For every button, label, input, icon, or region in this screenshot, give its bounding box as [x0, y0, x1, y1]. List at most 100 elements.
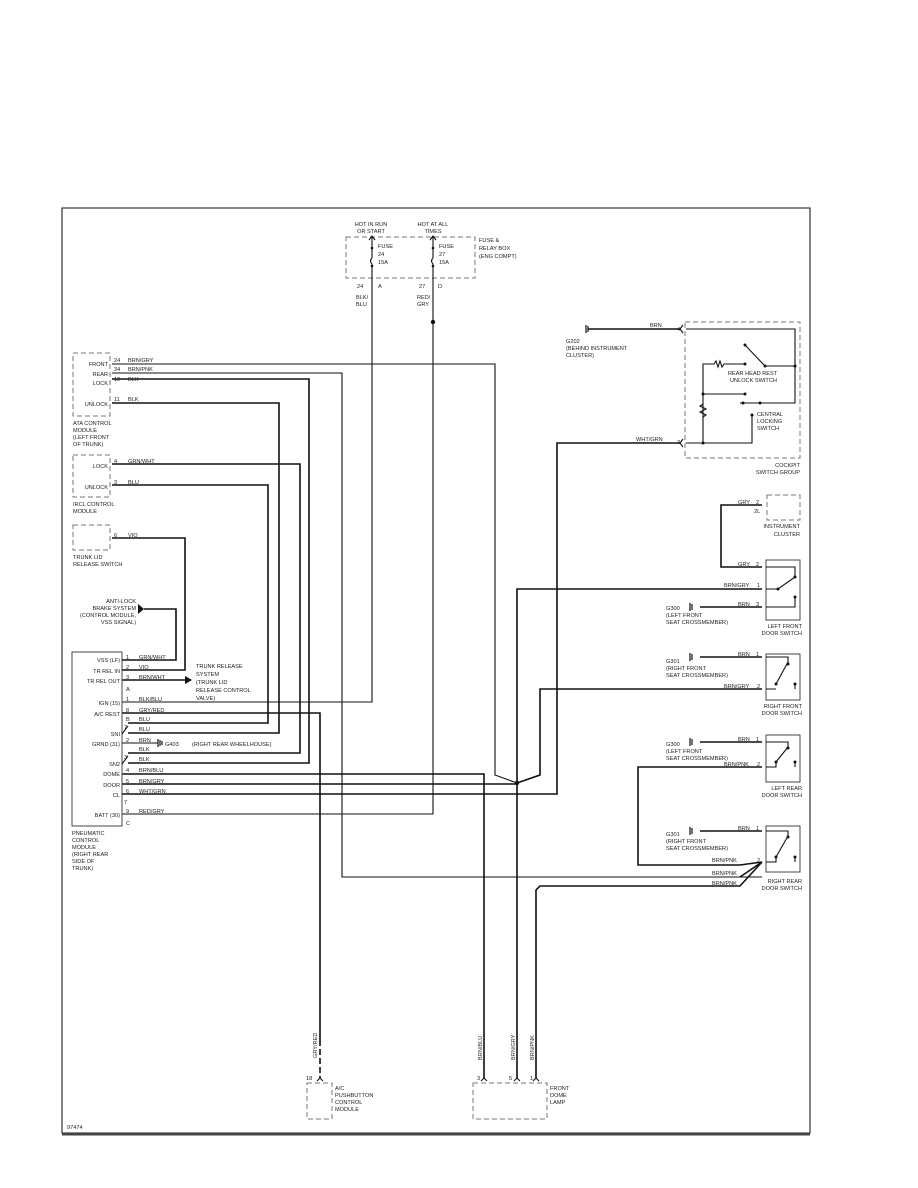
module-name: (RIGHT REAR: [72, 852, 108, 858]
ground-location: (RIGHT REAR WHEELHOUSE): [192, 742, 272, 748]
module-name: CONTROL: [72, 838, 99, 844]
pin-number: 9: [126, 809, 129, 815]
ground-icon: [689, 603, 693, 611]
wire-color-label: WHT/GRN: [139, 789, 166, 795]
connector-label: A: [378, 284, 382, 290]
cockpit-switch-group: G202 (BEHIND INSTRUMENT CLUSTER) BRN 4 W…: [566, 321, 801, 476]
component-name: RIGHT FRONT: [764, 704, 803, 710]
wire-color-label: BRN: [738, 602, 750, 608]
pin-number: 2: [756, 562, 759, 568]
pin-number: 18: [306, 1076, 312, 1082]
pin-number: 2: [757, 684, 760, 690]
module-name: IRCL CONTROL: [73, 502, 114, 508]
component-name: TRUNK LID: [73, 555, 103, 561]
fuse-box-name: RELAY BOX: [479, 246, 510, 252]
pin-number: 1: [126, 655, 129, 661]
wire-brn-blu: [122, 773, 485, 1078]
ground-location: (LEFT FRONT: [666, 613, 703, 619]
ground-icon: [157, 739, 163, 747]
instrument-cluster: GRY 2 2L INSTRUMENT CLUSTER: [738, 494, 801, 538]
front-dome-lamp: BRN/BLU BRN/GRY BRN/PNK 3 5 1 FRONT DOME…: [472, 1034, 570, 1120]
fuse24-label: FUSE: [378, 244, 393, 250]
wire-color-label: GRY: [738, 500, 750, 506]
pin-number: 1: [530, 1076, 533, 1082]
ground-id: G301: [666, 832, 680, 838]
module-name: PUSHBUTTON: [335, 1093, 373, 1099]
wire-color-label: BLK/BLU: [139, 697, 162, 703]
left-front-door-switch: GRY 2 BRN/GRY 1 BRN 3 G300 (LEFT FRONT S…: [666, 559, 803, 637]
pin-number: 1: [756, 652, 759, 658]
trunk-release-text: (TRUNK LID: [196, 680, 227, 686]
wire-blu: [112, 484, 269, 724]
right-front-door-switch: BRN 1 BRN/GRY 2 G301 (RIGHT FRONT SEAT C…: [666, 652, 803, 717]
component-name: DOOR SWITCH: [762, 631, 802, 637]
component-name: CLUSTER: [774, 532, 800, 538]
ground-g403: G403 (RIGHT REAR WHEELHOUSE): [157, 739, 272, 748]
pin-number: 7: [124, 725, 127, 731]
switch-label: UNLOCK SWITCH: [730, 378, 777, 384]
wire-color-label: BRN/GRY: [128, 358, 154, 364]
wires: [112, 284, 763, 1078]
pin-number: 5: [509, 1076, 512, 1082]
pin-number: 4: [114, 459, 117, 465]
trunk-release-text: TRUNK RELEASE: [196, 664, 243, 670]
switch-label: CENTRAL: [757, 412, 783, 418]
ground-location: SEAT CROSSMEMBER): [666, 620, 728, 626]
pin-function-label: UNLOCK: [85, 485, 109, 491]
pin-function-label: REAR: [92, 372, 108, 378]
component-name: DOOR SWITCH: [762, 793, 802, 799]
pin-number: 1: [756, 826, 759, 832]
wire-color-label: RED/: [417, 295, 431, 301]
ground-icon: [689, 653, 693, 661]
wire-color-label: BRN/GRY: [511, 1034, 517, 1060]
ata-control-module: FRONT REAR LOCK UNLOCK 24 34 12 11 BRN/G…: [72, 352, 154, 448]
wire-grn-wht-vss: [122, 608, 177, 661]
fuse24-number: 24: [378, 252, 384, 258]
pin-function-label: TR REL OUT: [87, 679, 121, 685]
wire-brn-pnk-dome: [535, 861, 763, 1078]
pin-number: 2: [126, 665, 129, 671]
ground-id: G202: [566, 339, 580, 345]
pin-function-label: CL: [113, 793, 120, 799]
pin-function-label: DOOR: [103, 783, 120, 789]
wire-grn-wht: [112, 463, 301, 754]
left-rear-door-switch: BRN 1 BRN/PNK 2 G300 (LEFT FRONT SEAT CR…: [666, 734, 802, 799]
abs-text: VSS SIGNAL): [101, 620, 136, 626]
pin-function-label: UNLOCK: [85, 402, 109, 408]
right-rear-door-switch: BRN 1 BRN/PNK 2 BRN/PNK BRN/PNK G301 (RI…: [666, 825, 802, 892]
wire-brn-gry-ata: [112, 363, 518, 784]
module-name: CONTROL: [335, 1100, 362, 1106]
pin-function-label: SNI: [111, 732, 121, 738]
wire-brn-pnk-ata: [112, 372, 762, 878]
wire-blk-lock: [112, 378, 310, 764]
connector-label: B: [126, 717, 130, 723]
module-name: SIDE OF: [72, 859, 95, 865]
ac-pushbutton-control-module: GRY/RED 18 A/C PUSHBUTTON CONTROL MODULE: [306, 1033, 373, 1120]
pin-number: 6: [114, 533, 117, 539]
module-name: TRUNK): [72, 866, 93, 872]
wire-brn-gry-rf: [516, 688, 762, 784]
pin-number: 24: [114, 358, 120, 364]
trunk-release-text: VALVE): [196, 696, 215, 702]
wire-color-label: VIO: [128, 533, 138, 539]
pin-function-label: SN2: [109, 762, 120, 768]
wire-color-label: BRN/WHT: [139, 675, 166, 681]
wire-color-label: VIO: [139, 665, 149, 671]
ground-location: SEAT CROSSMEMBER): [666, 673, 728, 679]
wire-color-label: BLK: [139, 747, 150, 753]
module-name: PNEUMATIC: [72, 831, 105, 837]
pin-label: 27: [419, 284, 425, 290]
pin-function-label: BATT (30): [95, 813, 120, 819]
fuse27-power-label: TIMES: [424, 229, 441, 235]
wire-color-label: BRN/GRY: [139, 779, 165, 785]
ground-id: G300: [666, 742, 680, 748]
wire-color-label: RED/GRY: [139, 809, 165, 815]
component-name: INSTRUMENT: [763, 524, 800, 530]
pin-number: 1: [757, 583, 760, 589]
pin-function-label: TR REL IN: [93, 669, 120, 675]
fuse-box-name: (ENG COMPT): [479, 254, 517, 260]
abs-text: BRAKE SYSTEM: [92, 606, 136, 612]
resistor-icon: [686, 359, 753, 444]
wire-red-gry: [122, 284, 434, 815]
module-name: MODULE: [72, 845, 96, 851]
